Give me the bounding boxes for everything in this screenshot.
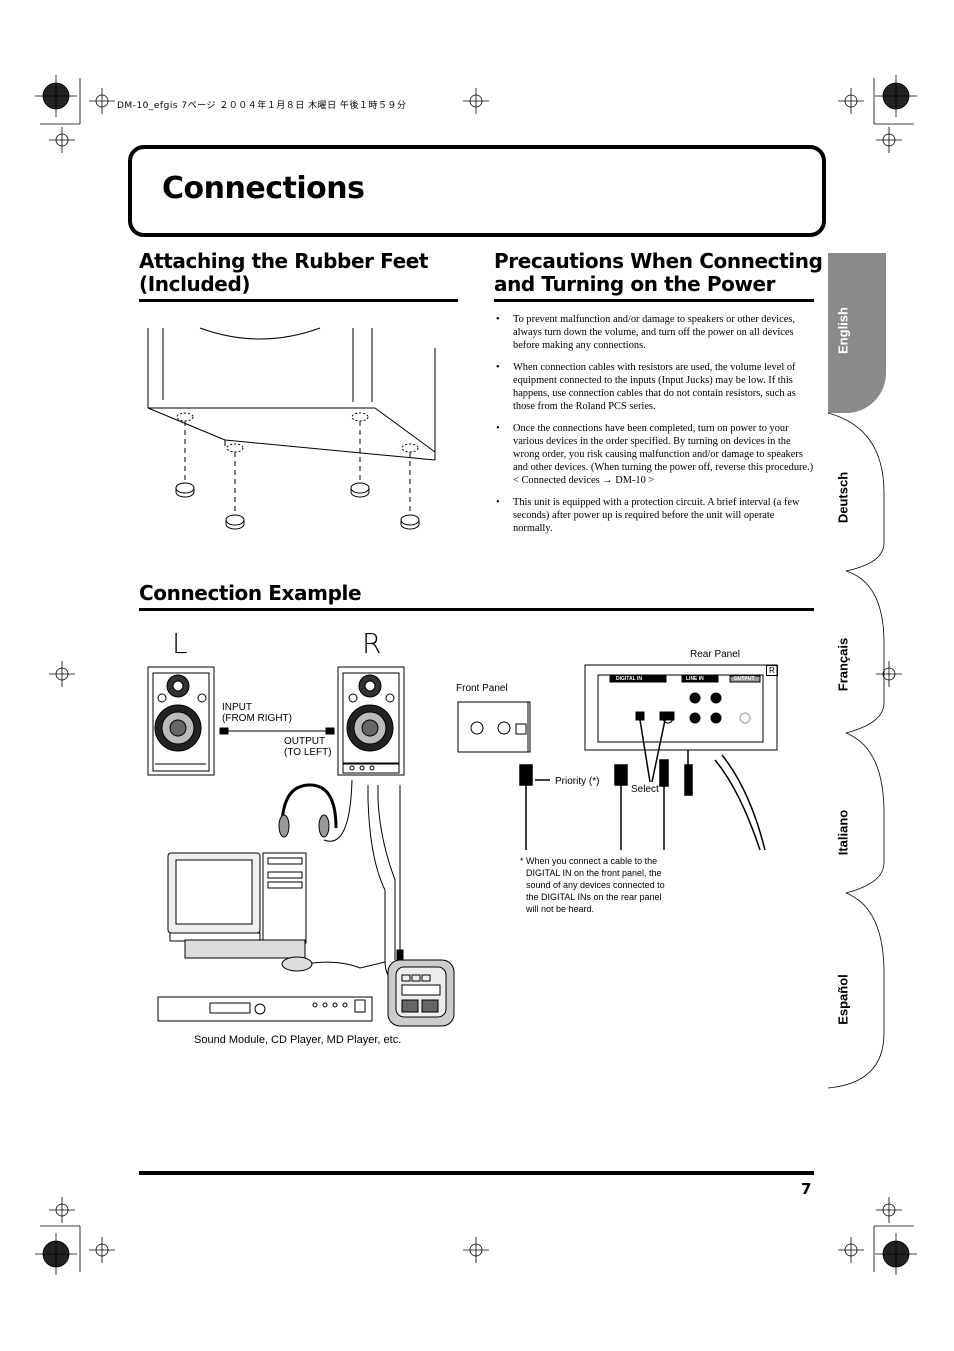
sound-module-caption: Sound Module, CD Player, MD Player, etc.: [194, 1034, 402, 1046]
cd-player-icon: [387, 959, 455, 1027]
select-label: Select: [631, 784, 659, 795]
input-label: INPUT (FROM RIGHT): [222, 702, 292, 724]
output-label: OUTPUT (TO LEFT): [284, 736, 332, 758]
footnote-line: DIGITAL IN on the front panel, the: [526, 868, 662, 878]
precaution-item-text: Once the connections have been completed…: [513, 423, 814, 473]
tab-italiano[interactable]: Italiano: [835, 809, 851, 856]
digital-in-label: DIGITAL IN: [616, 676, 642, 682]
tab-francais[interactable]: Français: [835, 637, 851, 692]
footnote-line: * When you connect a cable to the: [520, 856, 658, 866]
input-label-line-2: (FROM RIGHT): [222, 713, 292, 724]
footnote: * When you connect a cable to the DIGITA…: [520, 855, 665, 915]
rear-panel-label: Rear Panel: [690, 649, 741, 660]
rubber-feet-rule: [139, 299, 458, 302]
title-box: Connections: [128, 145, 826, 237]
rubber-feet-illustration: [147, 327, 436, 530]
tab-espanol[interactable]: Español: [835, 974, 851, 1025]
footnote-line: sound of any devices connected to: [526, 880, 665, 890]
rubber-feet-heading-line-2: (Included): [139, 272, 251, 296]
connection-example-rule: [139, 608, 814, 611]
footnote-line: will not be heard.: [526, 904, 595, 914]
rubber-feet-heading: Attaching the Rubber Feet (Included): [139, 250, 428, 296]
sound-module-icon: [157, 996, 373, 1022]
headphones-icon: [278, 783, 338, 838]
precaution-item: When connection cables with resistors ar…: [494, 361, 816, 413]
page-number: 7: [801, 1180, 812, 1198]
front-panel-icon: [457, 701, 531, 753]
output-label-line-2: (TO LEFT): [284, 747, 332, 758]
precautions-heading: Precautions When Connecting and Turning …: [494, 250, 823, 296]
left-speaker-label: L: [172, 627, 188, 660]
precaution-order-note: < Connected devices → DM-10 >: [513, 475, 655, 486]
page-title: Connections: [162, 171, 365, 206]
footer-rule: [139, 1171, 814, 1175]
precautions-heading-line-2: and Turning on the Power: [494, 272, 776, 296]
line-in-label: LINE IN: [686, 676, 704, 682]
print-header: DM-10_efgis 7ページ ２００４年１月８日 木曜日 午後１時５９分: [117, 101, 407, 111]
precautions-list: To prevent malfunction and/or damage to …: [494, 313, 816, 544]
input-label-line-1: INPUT: [222, 702, 252, 713]
tab-english[interactable]: English: [835, 307, 851, 354]
front-panel-label: Front Panel: [456, 683, 508, 694]
right-speaker-icon: [337, 666, 405, 776]
precautions-heading-line-1: Precautions When Connecting: [494, 249, 823, 273]
left-speaker-icon: [147, 666, 215, 776]
rear-panel-icon: [584, 664, 778, 751]
tab-deutsch[interactable]: Deutsch: [835, 471, 851, 524]
precautions-rule: [494, 299, 814, 302]
right-speaker-label: R: [362, 627, 382, 660]
precaution-item: To prevent malfunction and/or damage to …: [494, 313, 816, 352]
output-label-line-1: OUTPUT: [284, 736, 326, 747]
precaution-item: This unit is equipped with a protection …: [494, 496, 816, 535]
language-tab-active-shade: [828, 253, 886, 413]
precaution-item: Once the connections have been completed…: [494, 422, 816, 487]
footnote-line: the DIGITAL INs on the rear panel: [526, 892, 662, 902]
computer-icon: [167, 852, 313, 972]
cables-icon: [519, 719, 766, 851]
output-jack-label: OUTPUT: [734, 676, 755, 682]
language-tab-dividers: [827, 412, 885, 1089]
priority-label: Priority (*): [555, 776, 600, 787]
rear-r-badge: R: [766, 665, 778, 676]
connection-example-heading: Connection Example: [139, 581, 362, 605]
rubber-feet-heading-line-1: Attaching the Rubber Feet: [139, 249, 429, 273]
connection-diagram: [147, 664, 778, 1027]
